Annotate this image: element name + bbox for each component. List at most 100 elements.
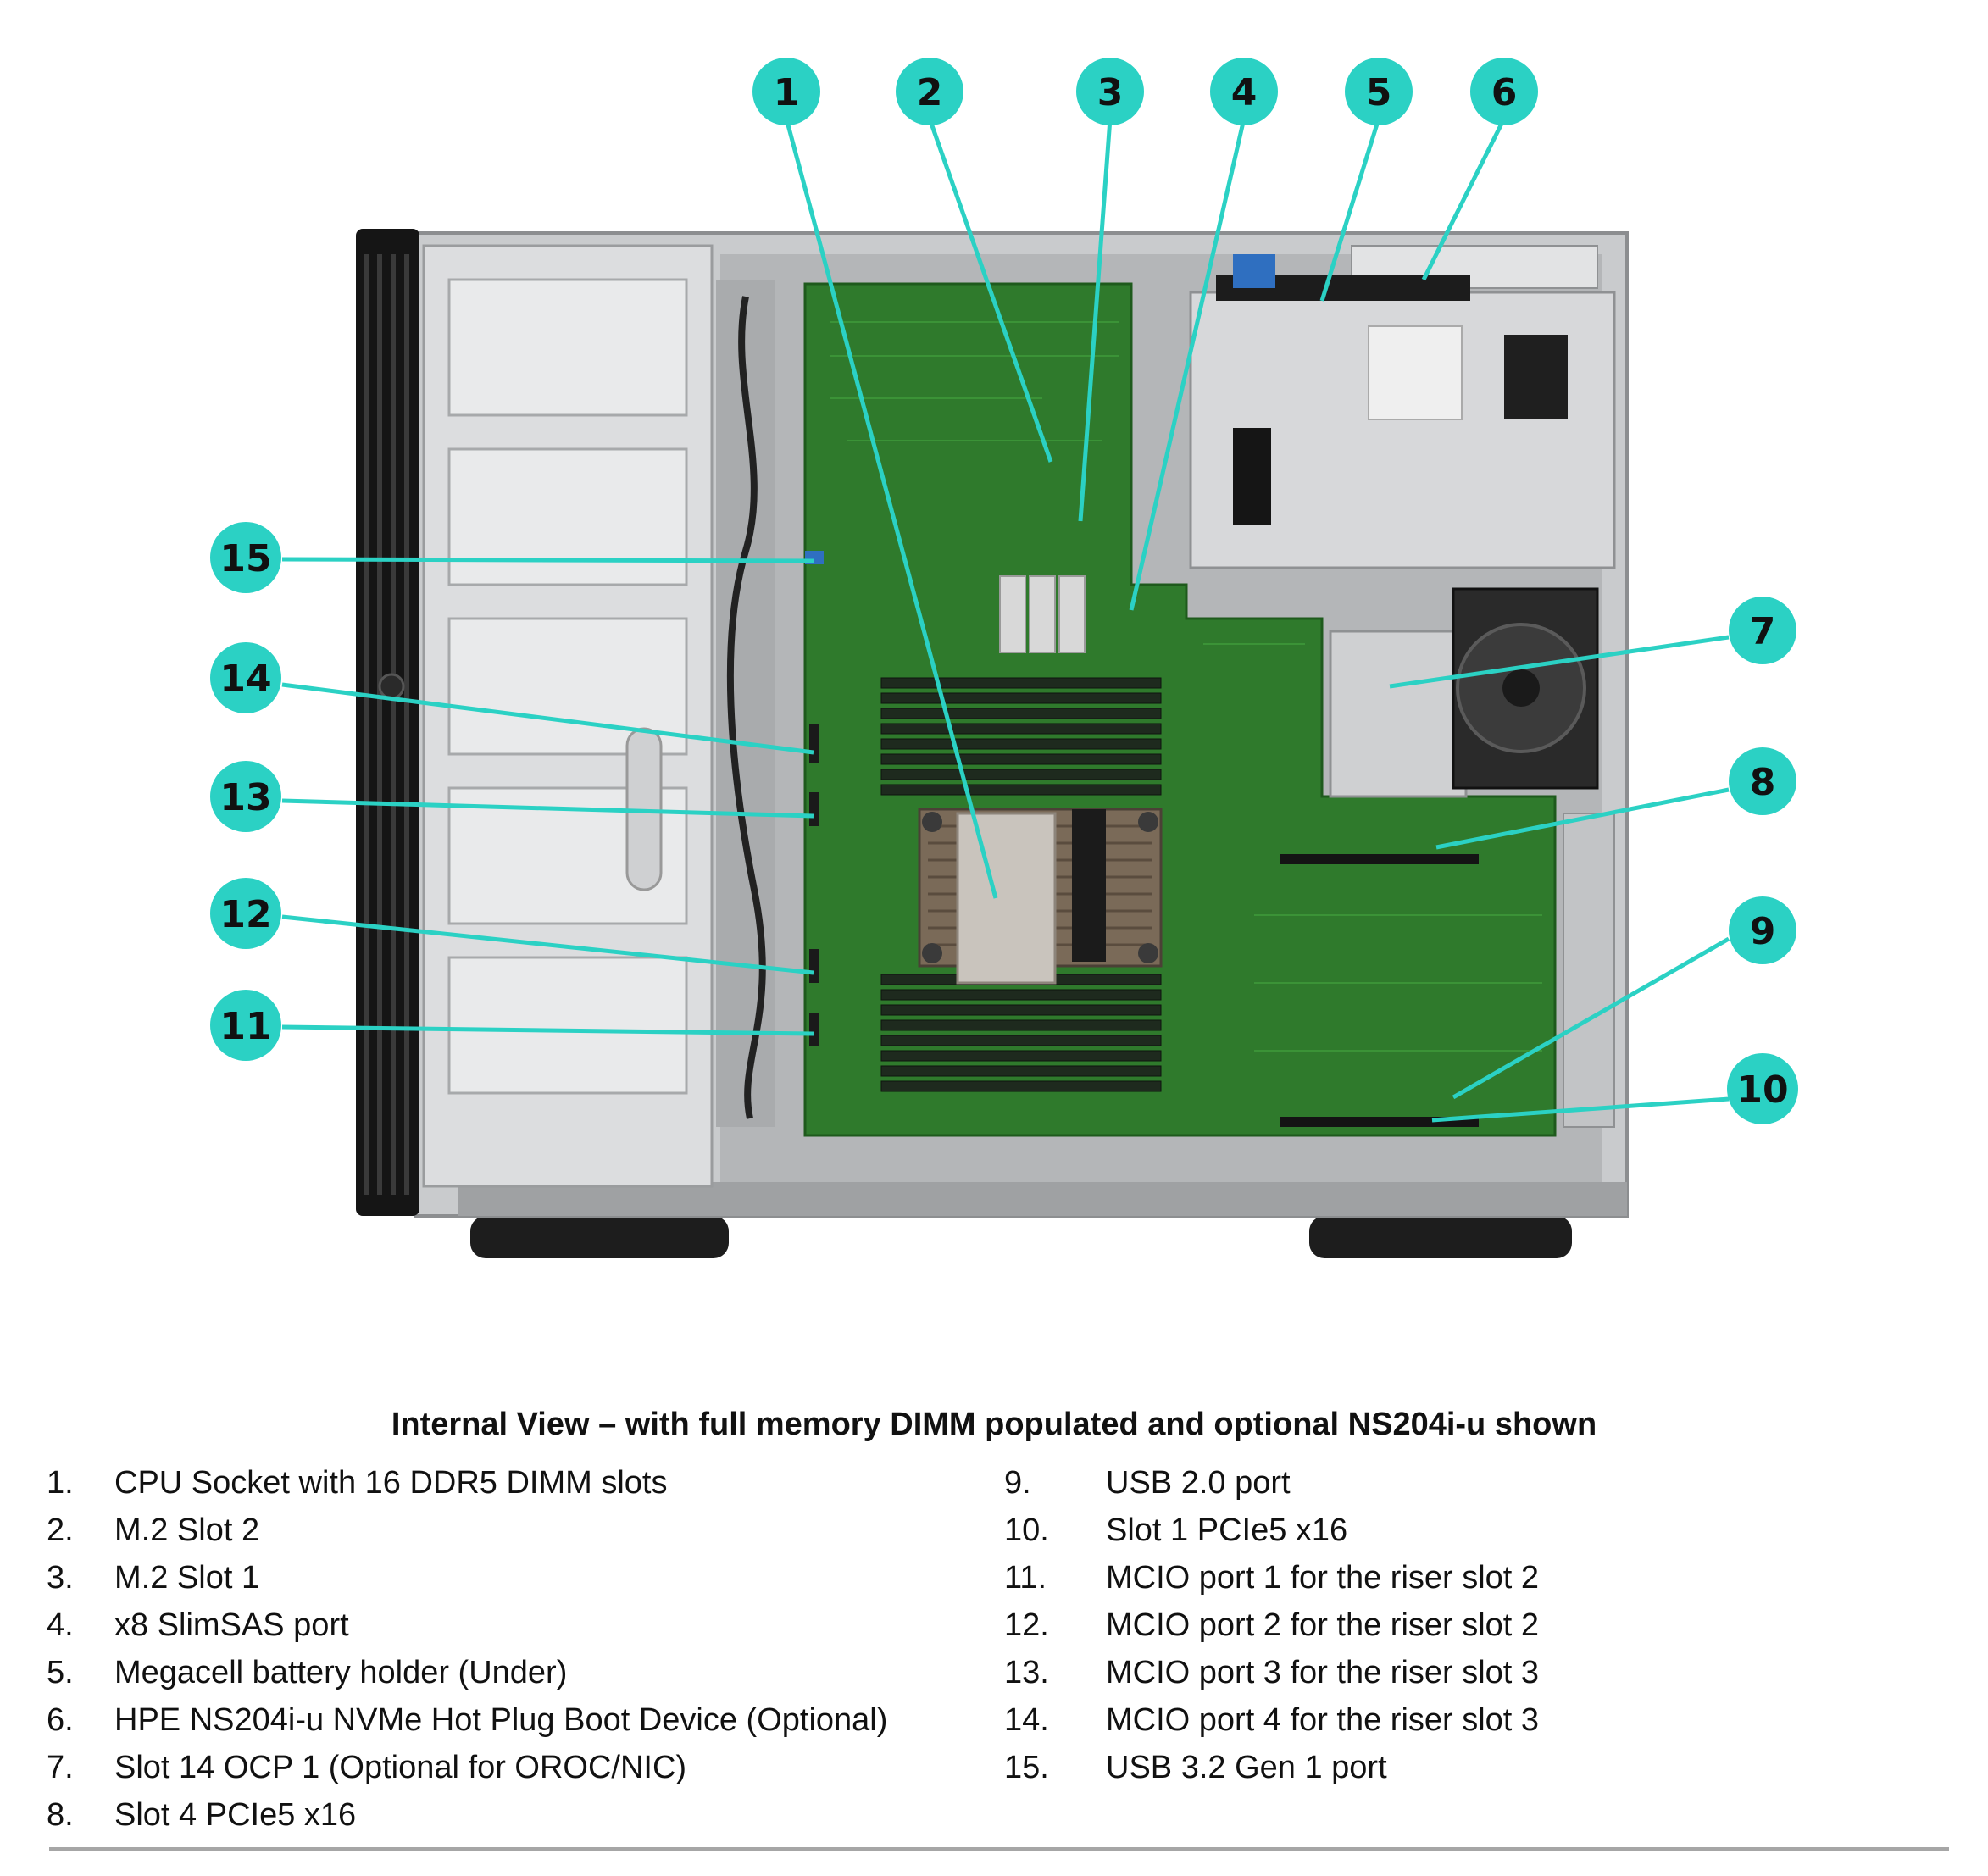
callout-15-label: 15 — [219, 537, 271, 580]
drive-cage-bays — [447, 278, 688, 1095]
callout-11-label: 11 — [219, 1005, 271, 1048]
callout-12: 12 — [210, 878, 281, 949]
leader-line-9 — [1452, 936, 1730, 1100]
callout-14: 14 — [210, 642, 281, 713]
callout-7: 7 — [1729, 597, 1796, 664]
cables — [726, 296, 766, 1119]
legend-text: USB 2.0 port — [1106, 1465, 1291, 1501]
legend-text: Slot 1 PCIe5 x16 — [1106, 1512, 1348, 1548]
legend-number: 4. — [47, 1607, 74, 1643]
legend-number: 3. — [47, 1560, 74, 1596]
legend-text: MCIO port 2 for the riser slot 2 — [1106, 1607, 1540, 1643]
callout-5-label: 5 — [1366, 71, 1392, 114]
legend-item: 9. USB 2.0 port — [1004, 1459, 1539, 1507]
legend-item: 2. M.2 Slot 2 — [47, 1507, 887, 1554]
legend-item: 12. MCIO port 2 for the riser slot 2 — [1004, 1601, 1539, 1649]
legend-number: 14. — [1004, 1702, 1049, 1738]
legend-text: MCIO port 1 for the riser slot 2 — [1106, 1560, 1540, 1596]
callout-5: 5 — [1345, 58, 1413, 125]
legend-number: 5. — [47, 1655, 74, 1690]
callout-leader-lines — [281, 117, 1730, 1123]
callout-8: 8 — [1729, 747, 1796, 815]
leader-line-4 — [1129, 118, 1247, 611]
legend-number: 8. — [47, 1797, 74, 1833]
bezel-lock — [378, 673, 405, 700]
legend-item: 11. MCIO port 1 for the riser slot 2 — [1004, 1554, 1539, 1601]
leader-line-14 — [281, 682, 814, 755]
chassis-bottom-rail — [458, 1182, 1627, 1216]
legend-right-column: 9. USB 2.0 port 10. Slot 1 PCIe5 x16 11. MC… — [1004, 1459, 1539, 1791]
leader-line-1 — [784, 118, 998, 899]
legend-text: Slot 4 PCIe5 x16 — [114, 1797, 357, 1833]
callout-13-label: 13 — [219, 776, 271, 819]
legend-item: 5.Megacell battery holder (Under) — [47, 1649, 887, 1696]
ocp-module — [1329, 630, 1468, 798]
server-internal-view-diagram: 1 2 3 4 5 6 7 8 — [210, 58, 1798, 1258]
dimm-slots-upper — [880, 677, 1162, 796]
blue-release-tab — [1233, 254, 1275, 288]
legend-text: MCIO port 4 for the riser slot 3 — [1106, 1702, 1540, 1738]
leader-line-8 — [1435, 787, 1730, 850]
leader-line-11 — [281, 1024, 814, 1036]
legend-text: CPU Socket with 16 DDR5 DIMM slots — [114, 1465, 668, 1501]
front-bezel — [356, 229, 419, 1216]
callout-10: 10 — [1727, 1053, 1798, 1124]
legend-item: 8. Slot 4 PCIe5 x16 — [47, 1791, 887, 1839]
callout-12-label: 12 — [219, 893, 271, 936]
pcie-slot-1 — [1280, 1117, 1479, 1127]
legend-left-column: 1. CPU Socket with 16 DDR5 DIMM slots 2. M… — [47, 1459, 887, 1839]
power-supply-fan-block — [1504, 335, 1568, 419]
legend-item: 3. M.2 Slot 1 — [47, 1554, 887, 1601]
callout-11: 11 — [210, 990, 281, 1061]
leader-line-5 — [1319, 118, 1381, 302]
legend-number: 7. — [47, 1750, 74, 1785]
callout-9-label: 9 — [1750, 910, 1776, 953]
legend-item: 7.Slot 14 OCP 1 (Optional for OROC/NIC) — [47, 1744, 887, 1791]
callout-9: 9 — [1729, 896, 1796, 964]
cpu-heatsink — [918, 808, 1163, 985]
leader-line-2 — [927, 118, 1053, 463]
server-foot-left — [470, 1216, 729, 1258]
legend-number: 10. — [1004, 1512, 1049, 1548]
leader-line-12 — [281, 914, 814, 975]
leader-line-3 — [1078, 118, 1113, 522]
legend-number: 15. — [1004, 1750, 1049, 1785]
legend-number: 2. — [47, 1512, 74, 1548]
legend-item: 15. USB 3.2 Gen 1 port — [1004, 1744, 1539, 1791]
callout-1-label: 1 — [774, 71, 800, 114]
legend-text: M.2 Slot 1 — [114, 1560, 260, 1596]
leader-line-15 — [281, 557, 814, 563]
legend-number: 9. — [1004, 1465, 1031, 1501]
legend-text: USB 3.2 Gen 1 port — [1106, 1750, 1387, 1785]
callout-6-label: 6 — [1491, 71, 1518, 114]
legend-number: 1. — [47, 1465, 74, 1501]
leader-line-13 — [281, 798, 814, 819]
legend-text: M.2 Slot 2 — [114, 1512, 260, 1548]
figure-caption: Internal View – with full memory DIMM po… — [391, 1407, 1597, 1442]
callout-8-label: 8 — [1750, 761, 1776, 804]
riser-bracket — [1563, 813, 1615, 1128]
callout-6: 6 — [1470, 58, 1538, 125]
psu-handle — [1233, 428, 1271, 525]
callout-7-label: 7 — [1750, 610, 1776, 653]
power-supply-label — [1368, 325, 1463, 420]
legend-item: 4.x8 SlimSAS port — [47, 1601, 887, 1649]
dimm-slots-lower — [880, 974, 1162, 1092]
legend-number: 6. — [47, 1702, 74, 1738]
legend-number: 13. — [1004, 1655, 1049, 1690]
legend-number: 12. — [1004, 1607, 1049, 1643]
legend-number: 11. — [1004, 1560, 1047, 1596]
bezel-vents — [364, 254, 409, 1195]
callout-10-label: 10 — [1736, 1068, 1788, 1112]
pcie-slot-4 — [1280, 854, 1479, 864]
legend-item: 10. Slot 1 PCIe5 x16 — [1004, 1507, 1539, 1554]
callout-2-label: 2 — [917, 71, 943, 114]
callout-13: 13 — [210, 761, 281, 832]
callout-14-label: 14 — [219, 658, 271, 701]
chipset-heatsinks — [999, 575, 1086, 653]
bottom-divider — [49, 1847, 1949, 1851]
callout-4-label: 4 — [1231, 71, 1258, 114]
leader-line-6 — [1421, 117, 1507, 281]
legend-item: 14. MCIO port 4 for the riser slot 3 — [1004, 1696, 1539, 1744]
system-fan — [1452, 587, 1599, 790]
